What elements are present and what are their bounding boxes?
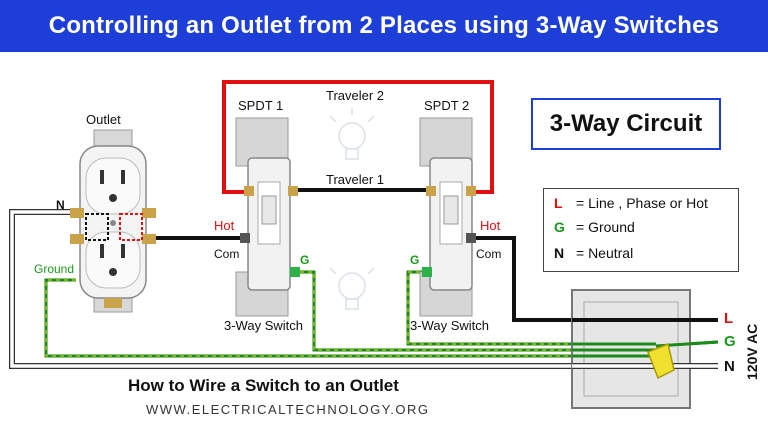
- switch-1-hot-label: Hot: [214, 218, 235, 233]
- legend-text: = Ground: [576, 219, 635, 235]
- ground-wires: [44, 270, 719, 358]
- switch-1-com-label: Com: [214, 247, 240, 261]
- outlet-label: Outlet: [86, 112, 121, 127]
- traveler-2-wire: [222, 80, 494, 194]
- legend-key: L: [554, 195, 563, 211]
- legend-row-line: L = Line , Phase or Hot: [554, 195, 708, 211]
- legend-key: N: [554, 245, 565, 261]
- page-title: Controlling an Outlet from 2 Places usin…: [0, 0, 768, 52]
- circuit-title-box: 3-Way Circuit: [531, 98, 721, 150]
- legend-key: G: [554, 219, 565, 235]
- bulb-icon: [329, 108, 375, 160]
- outlet-receptacle: [70, 129, 156, 313]
- supply-voltage-label: 120V AC: [744, 323, 760, 380]
- switch-1-ground-letter: G: [300, 253, 310, 267]
- footer-site: WWW.ELECTRICALTECHNOLOGY.ORG: [146, 402, 430, 417]
- supply-neutral-label: N: [724, 358, 735, 375]
- switch-1-caption: 3-Way Switch: [224, 318, 303, 333]
- legend-text: = Neutral: [576, 245, 634, 261]
- switch-2-ground-letter: G: [410, 253, 420, 267]
- spdt-1-label: SPDT 1: [238, 98, 284, 113]
- wire-nut-icon: [647, 342, 675, 380]
- legend: L = Line , Phase or Hot G = Ground N = Neut…: [543, 188, 739, 272]
- neutral-terminal-label: N: [56, 198, 65, 212]
- switch-1-body: [235, 117, 300, 317]
- traveler-2-label: Traveler 2: [326, 88, 385, 103]
- legend-text: = Line , Phase or Hot: [576, 195, 708, 211]
- switch-2-caption: 3-Way Switch: [410, 318, 489, 333]
- switch-2-hot-label: Hot: [480, 218, 501, 233]
- ground-label: Ground: [34, 262, 75, 276]
- legend-row-neutral: N = Neutral: [554, 245, 633, 261]
- switch-2-body: [419, 117, 476, 317]
- legend-row-ground: G = Ground: [554, 219, 635, 235]
- traveler-1-label: Traveler 1: [326, 172, 385, 187]
- switch-2-com-label: Com: [476, 247, 502, 261]
- bulb-icon: [329, 267, 375, 310]
- footer-heading: How to Wire a Switch to an Outlet: [128, 376, 399, 395]
- spdt-2-label: SPDT 2: [424, 98, 470, 113]
- supply-ground-label: G: [724, 333, 736, 350]
- supply-line-label: L: [724, 310, 734, 327]
